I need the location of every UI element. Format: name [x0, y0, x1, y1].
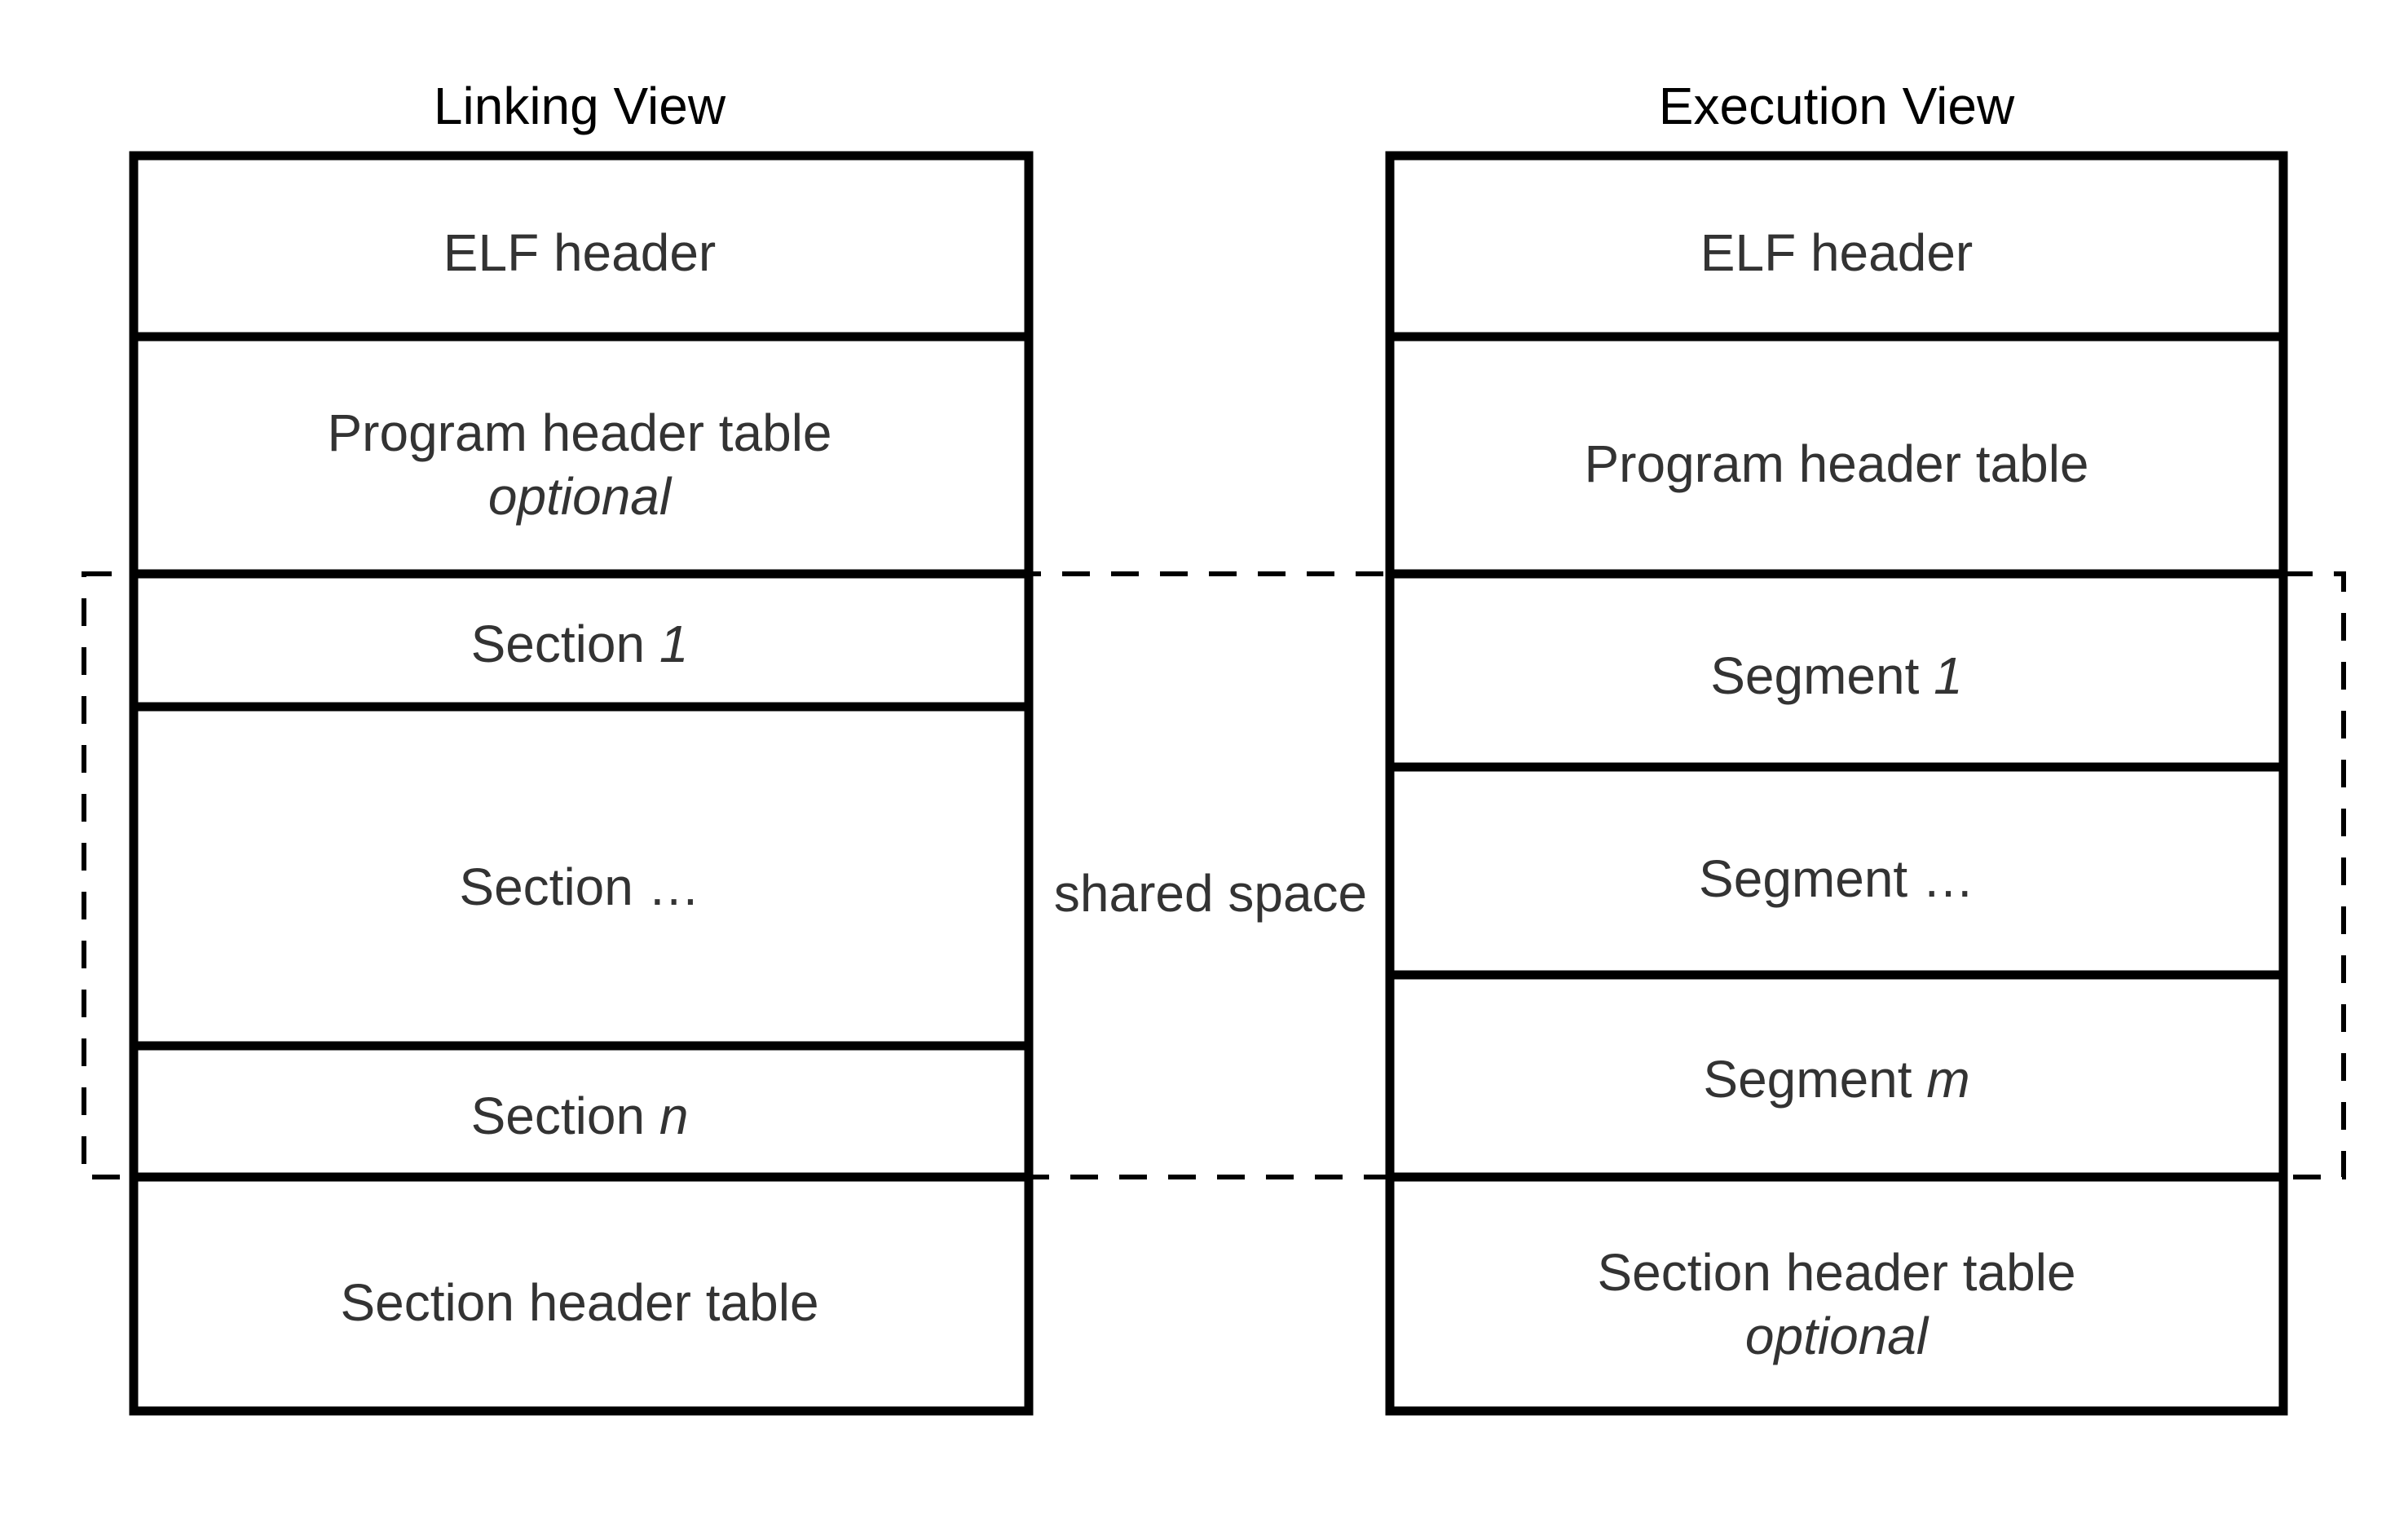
execution-program-header-table: Program header table	[1584, 434, 2088, 493]
execution-view-title: Execution View	[1659, 77, 2015, 135]
linking-view-title: Linking View	[434, 77, 726, 135]
execution-segment-ellipsis: Segment …	[1699, 849, 1974, 908]
linking-view: Linking View ELF header Program header t…	[129, 77, 1034, 1416]
execution-section-header-table: Section header table	[1597, 1243, 2075, 1302]
linking-section-1: Section 1	[471, 615, 689, 673]
linking-program-header-optional: optional	[488, 467, 673, 526]
linking-section-header-table: Section header table	[340, 1273, 818, 1332]
linking-program-header-table: Program header table	[327, 403, 831, 462]
execution-segment-m: Segment m	[1703, 1050, 1969, 1109]
execution-section-header-optional: optional	[1745, 1307, 1929, 1365]
linking-view-frame	[129, 151, 1034, 1416]
shared-space-region	[82, 571, 2346, 1179]
shared-space-label: shared space	[1054, 864, 1367, 923]
linking-section-ellipsis: Section …	[459, 857, 699, 916]
linking-section-n: Section n	[471, 1087, 689, 1145]
execution-segment-1: Segment 1	[1710, 646, 1963, 705]
linking-elf-header: ELF header	[443, 223, 716, 282]
execution-view-frame	[1385, 151, 2288, 1416]
execution-view: Execution View ELF header Program header…	[1385, 77, 2288, 1416]
execution-elf-header: ELF header	[1700, 223, 1973, 282]
